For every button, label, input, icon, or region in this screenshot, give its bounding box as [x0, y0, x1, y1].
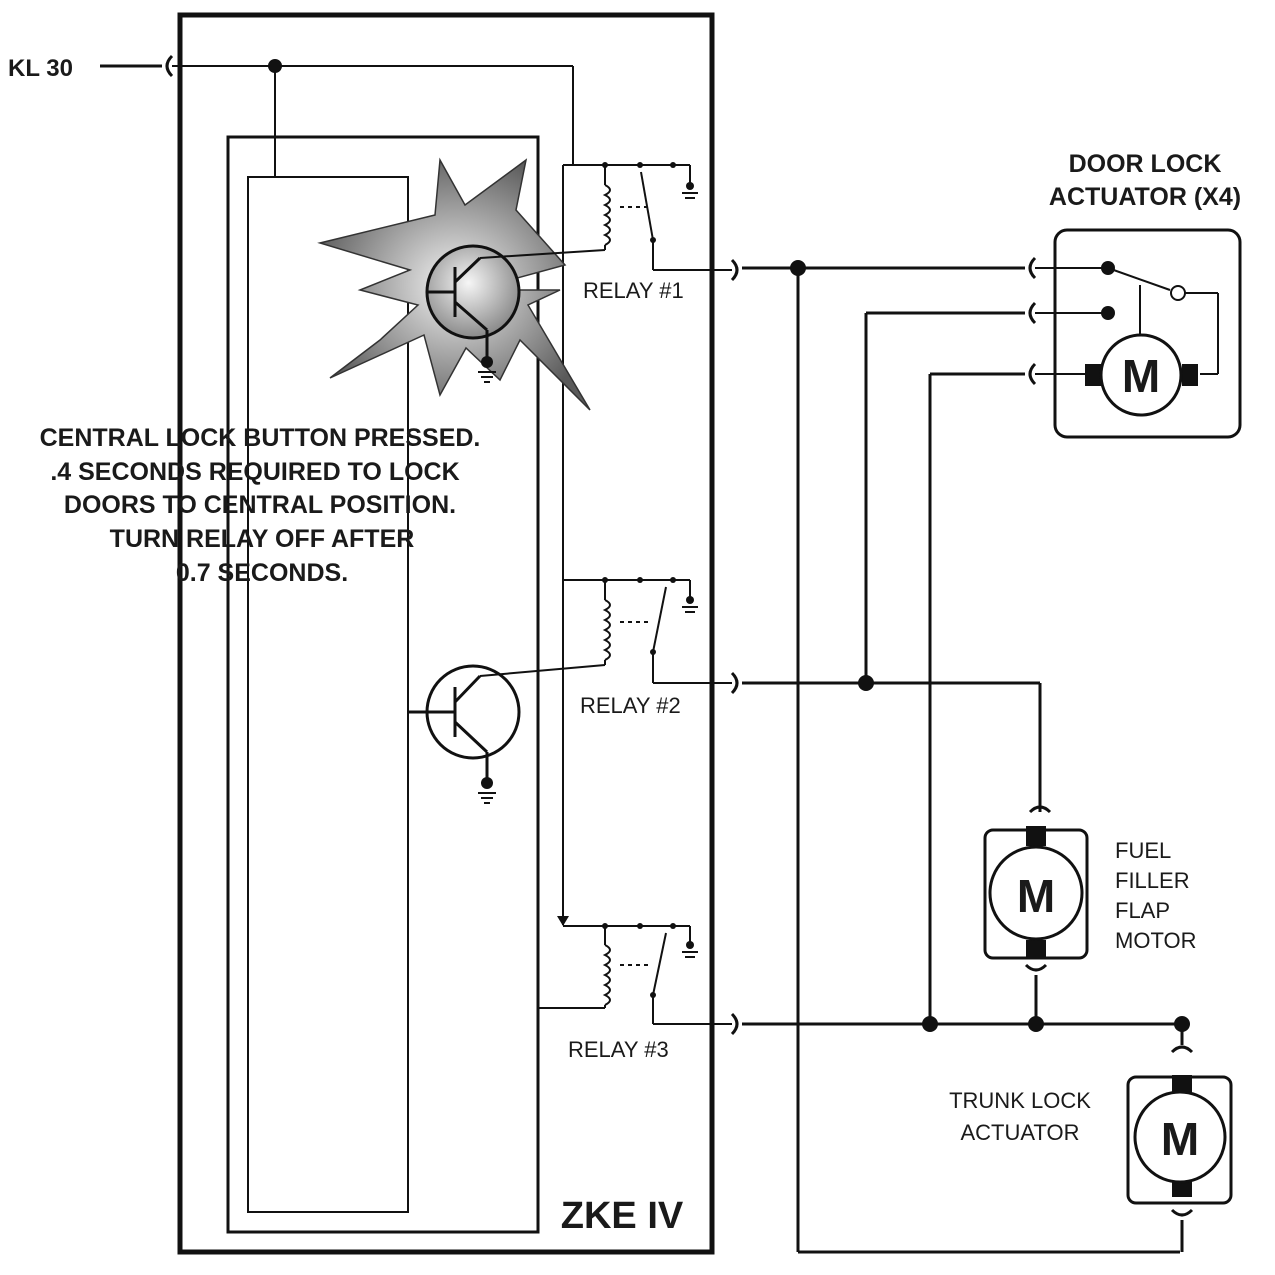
- fuel-label-line4: MOTOR: [1115, 928, 1196, 953]
- door-lock-label-line2: ACTUATOR (X4): [1049, 183, 1241, 211]
- note-line5: 0.7 SECONDS.: [176, 559, 348, 587]
- door-motor-symbol: M: [1122, 350, 1160, 402]
- zke-outer-frame: [177, 12, 715, 1255]
- relay-2: [602, 577, 732, 684]
- note-line3: DOORS TO CENTRAL POSITION.: [64, 491, 456, 519]
- fuel-label-line1: FUEL: [1115, 838, 1171, 863]
- transistor-1: [425, 244, 606, 383]
- relay-3: [602, 923, 732, 1025]
- trunk-label-line1: TRUNK LOCK: [949, 1088, 1091, 1113]
- zke-inner-panel: [247, 176, 409, 1213]
- internal-wiring: [408, 164, 605, 1009]
- door-lock-actuator: M: [1028, 228, 1242, 439]
- relay-3-label: RELAY #3: [568, 1037, 669, 1062]
- note-line2: .4 SECONDS REQUIRED TO LOCK: [50, 458, 459, 486]
- fuel-label-line2: FILLER: [1115, 868, 1190, 893]
- kl30-supply: [100, 54, 574, 177]
- trunk-motor-symbol: M: [1161, 1113, 1199, 1165]
- fuel-filler-flap-motor: M: [983, 805, 1089, 972]
- door-lock-label-line1: DOOR LOCK: [1069, 150, 1222, 178]
- annotation-note: CENTRAL LOCK BUTTON PRESSED. .4 SECONDS …: [40, 424, 481, 587]
- module-label: ZKE IV: [561, 1195, 684, 1237]
- external-wiring: [742, 260, 1190, 1254]
- relay-1: [602, 162, 732, 271]
- note-line4: TURN RELAY OFF AFTER: [110, 525, 415, 553]
- module-connectors: [730, 258, 739, 1036]
- trunk-label-line2: ACTUATOR: [961, 1120, 1080, 1145]
- fuel-motor-symbol: M: [1017, 870, 1055, 922]
- transistor-2: [408, 664, 606, 804]
- kl30-label: KL 30: [8, 55, 73, 82]
- note-line1: CENTRAL LOCK BUTTON PRESSED.: [40, 424, 481, 452]
- trunk-lock-actuator: M: [1126, 1045, 1233, 1217]
- relay-2-label: RELAY #2: [580, 693, 681, 718]
- zke-inner-frame: [226, 135, 540, 1234]
- relay-1-label: RELAY #1: [583, 278, 684, 303]
- fuel-label-line3: FLAP: [1115, 898, 1170, 923]
